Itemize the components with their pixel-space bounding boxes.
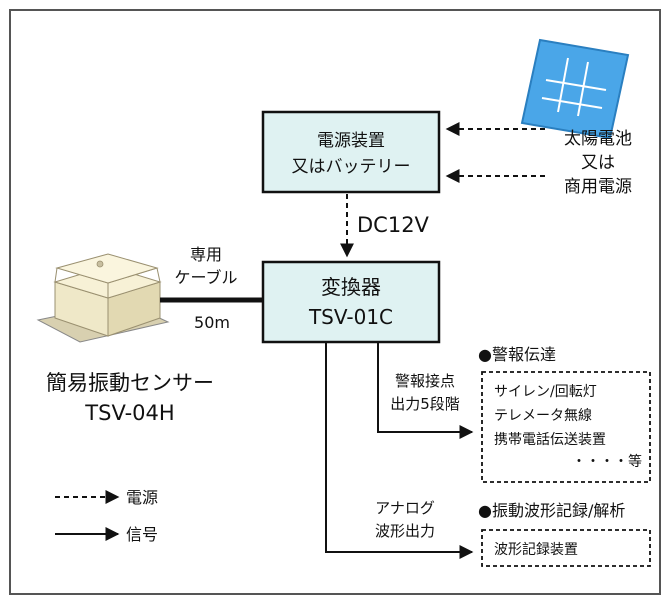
solar-panel-icon <box>520 38 630 140</box>
legend-signal-label: 信号 <box>126 525 158 544</box>
dc-voltage-label: DC12V <box>357 213 430 237</box>
waveform-item: 波形記録装置 <box>494 541 578 558</box>
waveform-heading: ●振動波形記録/解析 <box>478 501 625 520</box>
waveform-output-label-1: アナログ <box>375 499 435 517</box>
waveform-output-label-2: 波形出力 <box>375 522 435 540</box>
solar-label-3: 商用電源 <box>564 177 632 197</box>
sensor-model: TSV-04H <box>84 401 174 425</box>
alarm-item: サイレン/回転灯 <box>494 384 597 400</box>
waveform-signal-line <box>325 342 474 559</box>
waveform-device-box <box>481 529 651 567</box>
alarm-item: ・・・・等 <box>572 453 642 470</box>
solar-label-2: 又は <box>581 153 615 173</box>
alarm-item: テレメータ無線 <box>494 408 592 424</box>
converter-label-1: 変換器 <box>321 275 381 299</box>
power-unit-box <box>261 110 441 194</box>
alarm-heading: ●警報伝達 <box>478 345 556 364</box>
solar-label-1: 太陽電池 <box>564 129 632 149</box>
legend-power-label: 電源 <box>126 488 158 507</box>
power-unit-label-1: 電源装置 <box>317 131 385 151</box>
alarm-device-box <box>481 371 651 483</box>
cable-label-2: ケーブル <box>174 268 237 287</box>
alarm-item: 携帯電話伝送装置 <box>494 431 606 448</box>
power-unit-label-2: 又はバッテリー <box>292 157 411 177</box>
alarm-output-label-2: 出力5段階 <box>390 395 460 413</box>
sensor-name: 簡易振動センサー <box>46 371 214 395</box>
alarm-signal-line <box>377 342 474 439</box>
sensor-device-icon <box>36 253 170 343</box>
cable-length: 50m <box>194 313 230 332</box>
converter-box <box>261 260 441 344</box>
alarm-output-label-1: 警報接点 <box>395 372 455 390</box>
converter-label-2: TSV-01C <box>308 305 393 329</box>
cable-label-1: 専用 <box>190 245 222 264</box>
